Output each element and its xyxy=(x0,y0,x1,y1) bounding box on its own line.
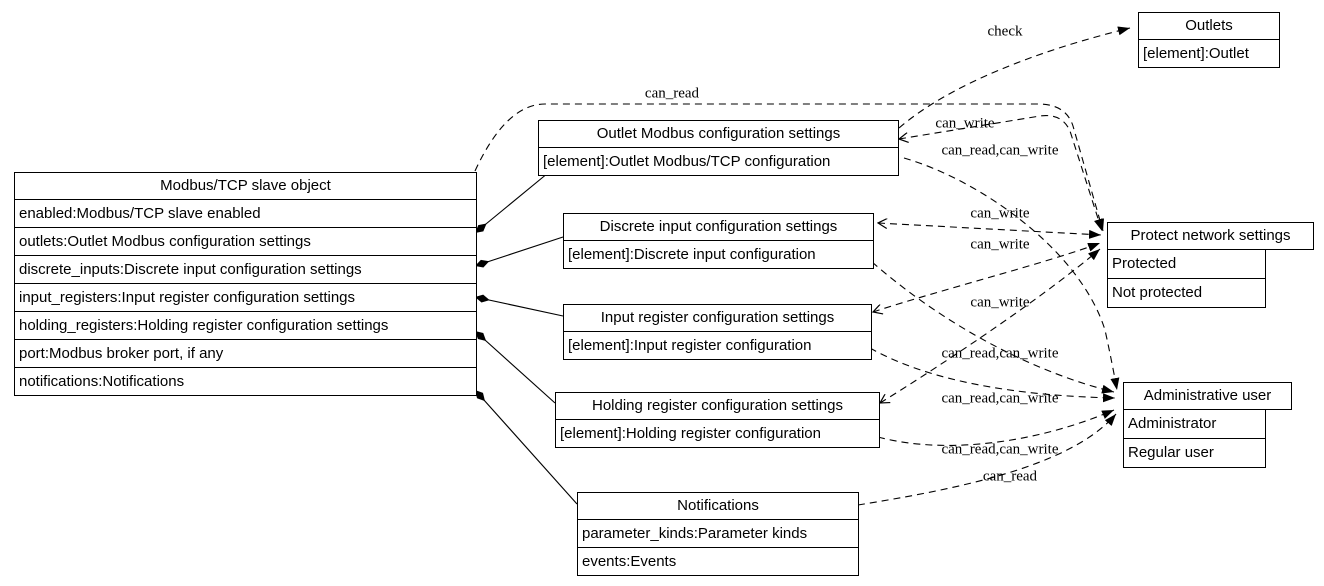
attribute-row: [element]:Outlet Modbus/TCP configuratio… xyxy=(539,147,898,175)
attribute-row: holding_registers:Holding register confi… xyxy=(15,311,476,339)
composition-edge-notifications xyxy=(474,389,578,505)
node-input-register-config: Input register configuration settings [e… xyxy=(563,304,872,360)
node-title: Outlets xyxy=(1185,17,1233,34)
edge-slave-to-protect xyxy=(474,103,1105,232)
node-title: Input register configuration settings xyxy=(600,309,835,326)
attribute-row: input_registers:Input register configura… xyxy=(15,283,476,311)
edge-label-can-write: can_write xyxy=(970,236,1030,253)
attribute-row: [element]:Outlet xyxy=(1139,39,1279,67)
node-administrative-user: Administrative user Administrator Regula… xyxy=(1123,382,1292,468)
edge-label-can-write: can_write xyxy=(970,205,1030,222)
value-row: Protected xyxy=(1112,255,1177,272)
node-title: Protect network settings xyxy=(1107,222,1314,250)
node-protect-network-settings: Protect network settings Protected Not p… xyxy=(1107,222,1314,308)
attribute-row: events:Events xyxy=(578,547,858,575)
node-title: Modbus/TCP slave object xyxy=(160,177,331,194)
composition-edge-outlets xyxy=(474,172,549,234)
attribute-row: port:Modbus broker port, if any xyxy=(15,339,476,367)
attribute-row: [element]:Input register configuration xyxy=(564,331,871,359)
edge-label-can-read-can-write: can_read,can_write xyxy=(941,142,1059,159)
edge-label-can-read: can_read xyxy=(982,468,1038,485)
node-title: Administrative user xyxy=(1123,382,1292,410)
edge-discrete-to-protect xyxy=(878,223,1102,235)
value-row: Regular user xyxy=(1124,438,1265,467)
attribute-row: parameter_kinds:Parameter kinds xyxy=(578,519,858,547)
node-title: Discrete input configuration settings xyxy=(599,218,838,235)
value-row: Not protected xyxy=(1108,278,1265,307)
attribute-row: discrete_inputs:Discrete input configura… xyxy=(15,255,476,283)
node-outlet-modbus-config: Outlet Modbus configuration settings [el… xyxy=(538,120,899,176)
edge-holding-to-admin xyxy=(877,409,1115,446)
attribute-row: enabled:Modbus/TCP slave enabled xyxy=(15,199,476,227)
node-notifications: Notifications parameter_kinds:Parameter … xyxy=(577,492,859,576)
node-modbus-slave-object: Modbus/TCP slave object enabled:Modbus/T… xyxy=(14,172,477,396)
edge-label-can-read-can-write: can_read,can_write xyxy=(941,345,1059,362)
edge-label-can-read-can-write: can_read,can_write xyxy=(941,390,1059,407)
composition-edge-discrete-inputs xyxy=(474,236,564,268)
edge-holding-to-protect xyxy=(880,248,1101,403)
edge-notifications-to-admin xyxy=(857,413,1117,506)
node-discrete-input-config: Discrete input configuration settings [e… xyxy=(563,213,874,269)
edge-label-can-read-can-write: can_read,can_write xyxy=(941,441,1059,458)
node-values: Protected Not protected xyxy=(1107,250,1266,308)
attribute-row: [element]:Holding register configuration xyxy=(556,419,879,447)
attribute-row: notifications:Notifications xyxy=(15,367,476,395)
node-title: Outlet Modbus configuration settings xyxy=(596,125,841,142)
edge-label-check: check xyxy=(987,23,1023,40)
edge-outletcfg-to-outlets xyxy=(898,26,1131,129)
edge-label-can-read: can_read xyxy=(644,85,700,102)
composition-edges xyxy=(474,172,578,505)
value-row: Administrator xyxy=(1128,415,1217,432)
node-holding-register-config: Holding register configuration settings … xyxy=(555,392,880,448)
node-title: Holding register configuration settings xyxy=(592,397,843,414)
edge-discrete-to-admin xyxy=(871,261,1115,394)
composition-edge-holding-registers xyxy=(474,330,556,404)
edge-outletcfg-to-protect xyxy=(899,115,1102,232)
node-title: Notifications xyxy=(677,497,759,514)
attribute-row: outlets:Outlet Modbus configuration sett… xyxy=(15,227,476,255)
edge-label-can-write: can_write xyxy=(935,115,995,132)
edge-label-can-write: can_write xyxy=(970,294,1030,311)
attribute-row: [element]:Discrete input configuration xyxy=(564,240,873,268)
node-outlets: Outlets [element]:Outlet xyxy=(1138,12,1280,68)
composition-edge-input-registers xyxy=(474,294,564,317)
node-values: Administrator Regular user xyxy=(1123,410,1266,468)
dependency-edges xyxy=(474,26,1131,506)
